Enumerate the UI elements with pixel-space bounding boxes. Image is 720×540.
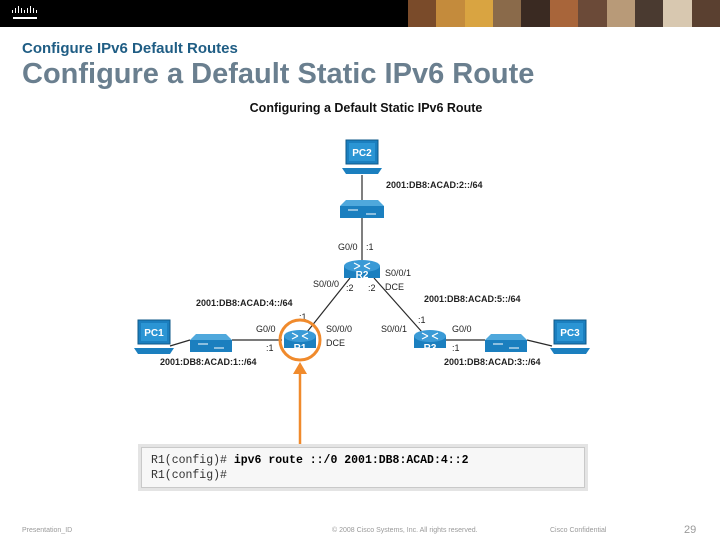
header-photo: [634, 0, 664, 27]
pc3-label: PC3: [560, 328, 580, 339]
router-r1-icon: R1: [278, 318, 322, 362]
pc3-icon: PC3: [550, 319, 590, 354]
links: [169, 175, 553, 347]
r1-dce-label: DCE: [326, 338, 345, 348]
header-photo: [691, 0, 720, 27]
network-label-top: 2001:DB8:ACAD:2::/64: [386, 180, 483, 190]
header-photo: [493, 0, 522, 27]
page-number: 29: [684, 524, 697, 536]
link-r2-r3: [373, 277, 423, 333]
link-switch-pc3: [526, 339, 553, 347]
link-r2-r1: [306, 277, 351, 333]
r3-s001-label: S0/0/1: [381, 324, 407, 334]
footer-copyright: © 2008 Cisco Systems, Inc. All rights re…: [332, 527, 478, 534]
pc2-icon: PC2: [342, 139, 382, 174]
r2-g00-host: :1: [366, 242, 374, 252]
r2-label: R2: [356, 270, 369, 281]
network-label-right: 2001:DB8:ACAD:5::/64: [424, 294, 521, 304]
header-photo: [578, 0, 607, 27]
switch-left-icon: [190, 334, 232, 352]
top-banner: [0, 0, 720, 27]
r3-s001-host: :1: [418, 315, 426, 325]
r2-s001-label: S0/0/1: [385, 268, 411, 278]
r1-g00-host: :1: [266, 343, 274, 353]
network-label-left: 2001:DB8:ACAD:4::/64: [196, 298, 293, 308]
link-pc1-switch: [169, 339, 191, 347]
header-photo: [606, 0, 635, 27]
footer-presentation-id: Presentation_ID: [22, 527, 73, 534]
cli-line-1: R1(config)# ipv6 route ::/0 2001:DB8:ACA…: [151, 454, 468, 467]
r3-g00-host: :1: [452, 343, 460, 353]
header-photo: [464, 0, 494, 27]
r1-s000-label: S0/0/0: [326, 324, 352, 334]
r2-s000-host: :2: [346, 283, 354, 293]
r3-g00-label: G0/0: [452, 324, 472, 334]
r2-dce-label: DCE: [385, 282, 404, 292]
r1-g00-label: G0/0: [256, 324, 276, 334]
pc1-label: PC1: [144, 328, 164, 339]
r1-label: R1: [294, 343, 307, 354]
footer-confidential: Cisco Confidential: [550, 527, 607, 534]
network-label-bottom-left: 2001:DB8:ACAD:1::/64: [160, 357, 257, 367]
cli-prompt-1: R1(config)#: [151, 454, 234, 467]
pc1-icon: PC1: [134, 319, 174, 354]
switch-top-icon: [340, 200, 384, 218]
callout-arrow: [293, 362, 307, 444]
header-photo: [521, 0, 550, 27]
network-label-bottom-right: 2001:DB8:ACAD:3::/64: [444, 357, 541, 367]
pc2-label: PC2: [352, 148, 372, 159]
r2-g00-label: G0/0: [338, 242, 358, 252]
diagram-title: Configuring a Default Static IPv6 Route: [250, 101, 483, 115]
switch-right-icon: [485, 334, 527, 352]
cisco-logo-icon: [12, 6, 37, 19]
header-photo: [663, 0, 692, 27]
header-photo: [436, 0, 465, 27]
cli-command: ipv6 route ::/0 2001:DB8:ACAD:4::2: [233, 454, 469, 467]
cli-output-box: R1(config)# ipv6 route ::/0 2001:DB8:ACA…: [141, 447, 585, 488]
router-r2-icon: R2: [344, 260, 380, 281]
cli-line-2: R1(config)#: [151, 469, 227, 482]
header-photo: [549, 0, 579, 27]
slide-subtitle: Configure IPv6 Default Routes: [22, 40, 238, 57]
r2-s001-host: :2: [368, 283, 376, 293]
r2-s000-label: S0/0/0: [313, 279, 339, 289]
r1-s001-host: :1: [299, 312, 307, 322]
router-r3-icon: R3: [414, 330, 446, 354]
header-photo-strip: [408, 0, 720, 27]
r1-highlight-ring: [278, 318, 322, 362]
slide-title: Configure a Default Static IPv6 Route: [22, 58, 535, 90]
header-photo: [408, 0, 437, 27]
r3-label: R3: [424, 343, 437, 354]
